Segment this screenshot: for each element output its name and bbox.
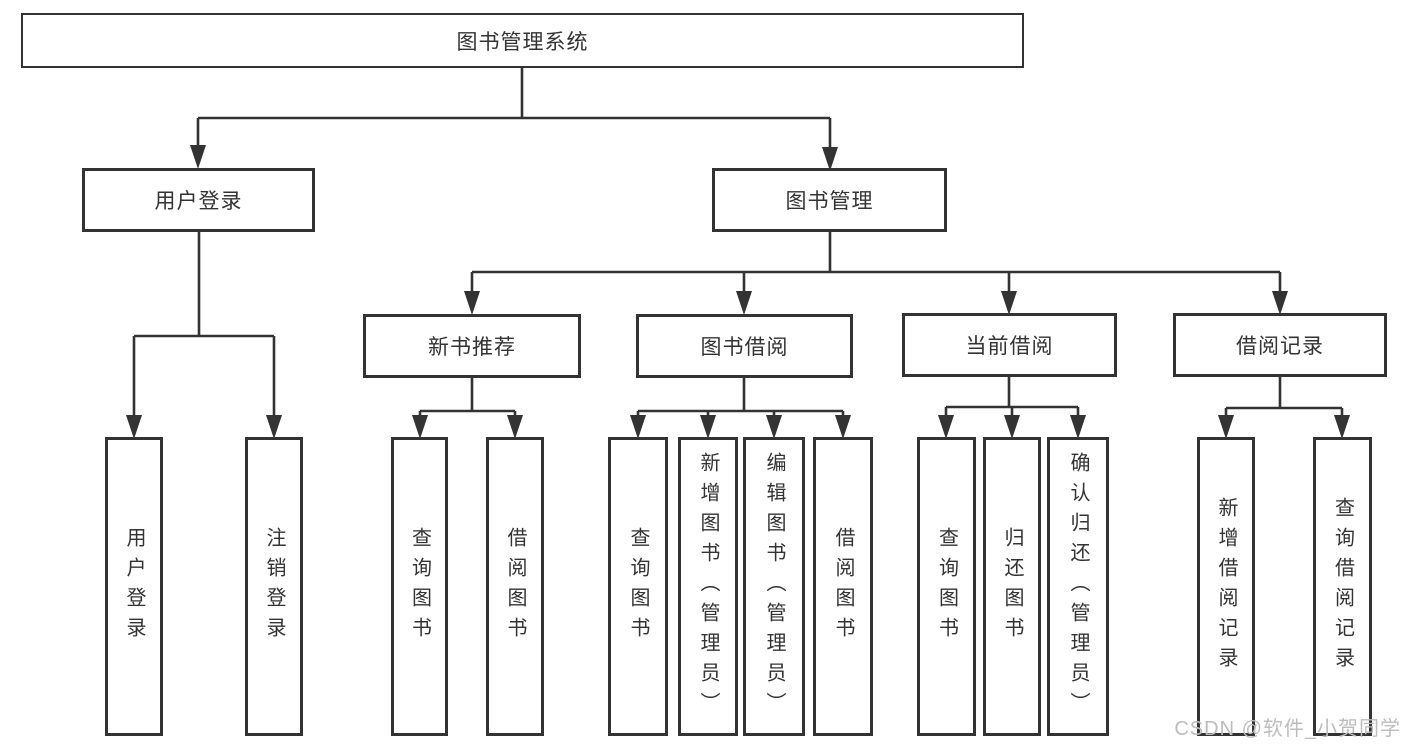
leaf-query-books-current-label: 查询图书 — [935, 526, 958, 647]
leaf-return-books: 归还图书 — [983, 437, 1041, 736]
arrowhead-icon — [507, 415, 523, 439]
node-new-book-recommendation: 新书推荐 — [363, 314, 581, 378]
arrowhead-icon — [1218, 415, 1234, 439]
arrowhead-icon — [700, 415, 716, 439]
leaf-add-books-admin: 新增图书（管理员） — [678, 437, 738, 736]
leaf-query-books-recommend: 查询图书 — [391, 437, 448, 736]
arrowhead-icon — [126, 415, 142, 439]
leaf-query-borrow-record: 查询借阅记录 — [1313, 437, 1372, 736]
arrowhead-icon — [1334, 415, 1350, 439]
node-borrowing-records: 借阅记录 — [1173, 313, 1387, 377]
arrowhead-icon — [190, 145, 206, 169]
leaf-borrow-books-recommend: 借阅图书 — [486, 437, 544, 736]
leaf-user-login: 用户登录 — [105, 437, 163, 736]
node-book-management: 图书管理 — [712, 168, 947, 232]
arrowhead-icon — [266, 415, 282, 439]
arrowhead-icon — [1070, 415, 1086, 439]
arrowhead-icon — [938, 415, 954, 439]
arrowhead-icon — [736, 291, 752, 315]
leaf-return-books-label: 归还图书 — [1001, 526, 1023, 647]
leaf-borrow-books: 借阅图书 — [813, 437, 873, 736]
node-user-login-group: 用户登录 — [82, 168, 315, 232]
arrowhead-icon — [835, 415, 851, 439]
csdn-watermark: CSDN @软件_小贺同学 — [1174, 718, 1401, 740]
leaf-add-borrow-record-label: 新增借阅记录 — [1215, 496, 1237, 677]
arrowhead-icon — [1001, 291, 1017, 315]
connector-paths — [132, 68, 1344, 420]
node-current-borrowing: 当前借阅 — [902, 313, 1117, 377]
leaf-logout-label: 注销登录 — [263, 526, 285, 647]
arrowhead-icon — [1272, 291, 1288, 315]
arrowhead-icon — [412, 415, 428, 439]
leaf-edit-books-admin-label: 编辑图书（管理员） — [763, 451, 785, 722]
leaf-borrow-books-label: 借阅图书 — [832, 526, 854, 647]
node-book-borrowing: 图书借阅 — [636, 314, 853, 378]
leaf-query-books-borrow-label: 查询图书 — [627, 526, 649, 647]
leaf-confirm-return-admin-label: 确认归还（管理员） — [1067, 451, 1089, 722]
leaf-edit-books-admin: 编辑图书（管理员） — [743, 437, 805, 736]
leaf-user-login-label: 用户登录 — [123, 526, 145, 647]
leaf-query-books-recommend-label: 查询图书 — [408, 526, 431, 647]
leaf-query-borrow-record-label: 查询借阅记录 — [1331, 496, 1354, 677]
leaf-borrow-books-recommend-label: 借阅图书 — [504, 526, 526, 647]
arrowhead-icon — [822, 147, 838, 171]
arrowhead-icons — [126, 145, 1350, 439]
leaf-add-borrow-record: 新增借阅记录 — [1197, 437, 1255, 736]
arrowhead-icon — [464, 291, 480, 315]
leaf-query-books-current: 查询图书 — [917, 437, 976, 736]
leaf-add-books-admin-label: 新增图书（管理员） — [697, 451, 719, 722]
leaf-confirm-return-admin: 确认归还（管理员） — [1047, 437, 1109, 736]
arrowhead-icon — [1004, 415, 1020, 439]
leaf-logout: 注销登录 — [245, 437, 303, 736]
node-library-management-system: 图书管理系统 — [21, 13, 1024, 68]
arrowhead-icon — [766, 415, 782, 439]
arrowhead-icon — [630, 415, 646, 439]
leaf-query-books-borrow: 查询图书 — [608, 437, 668, 736]
